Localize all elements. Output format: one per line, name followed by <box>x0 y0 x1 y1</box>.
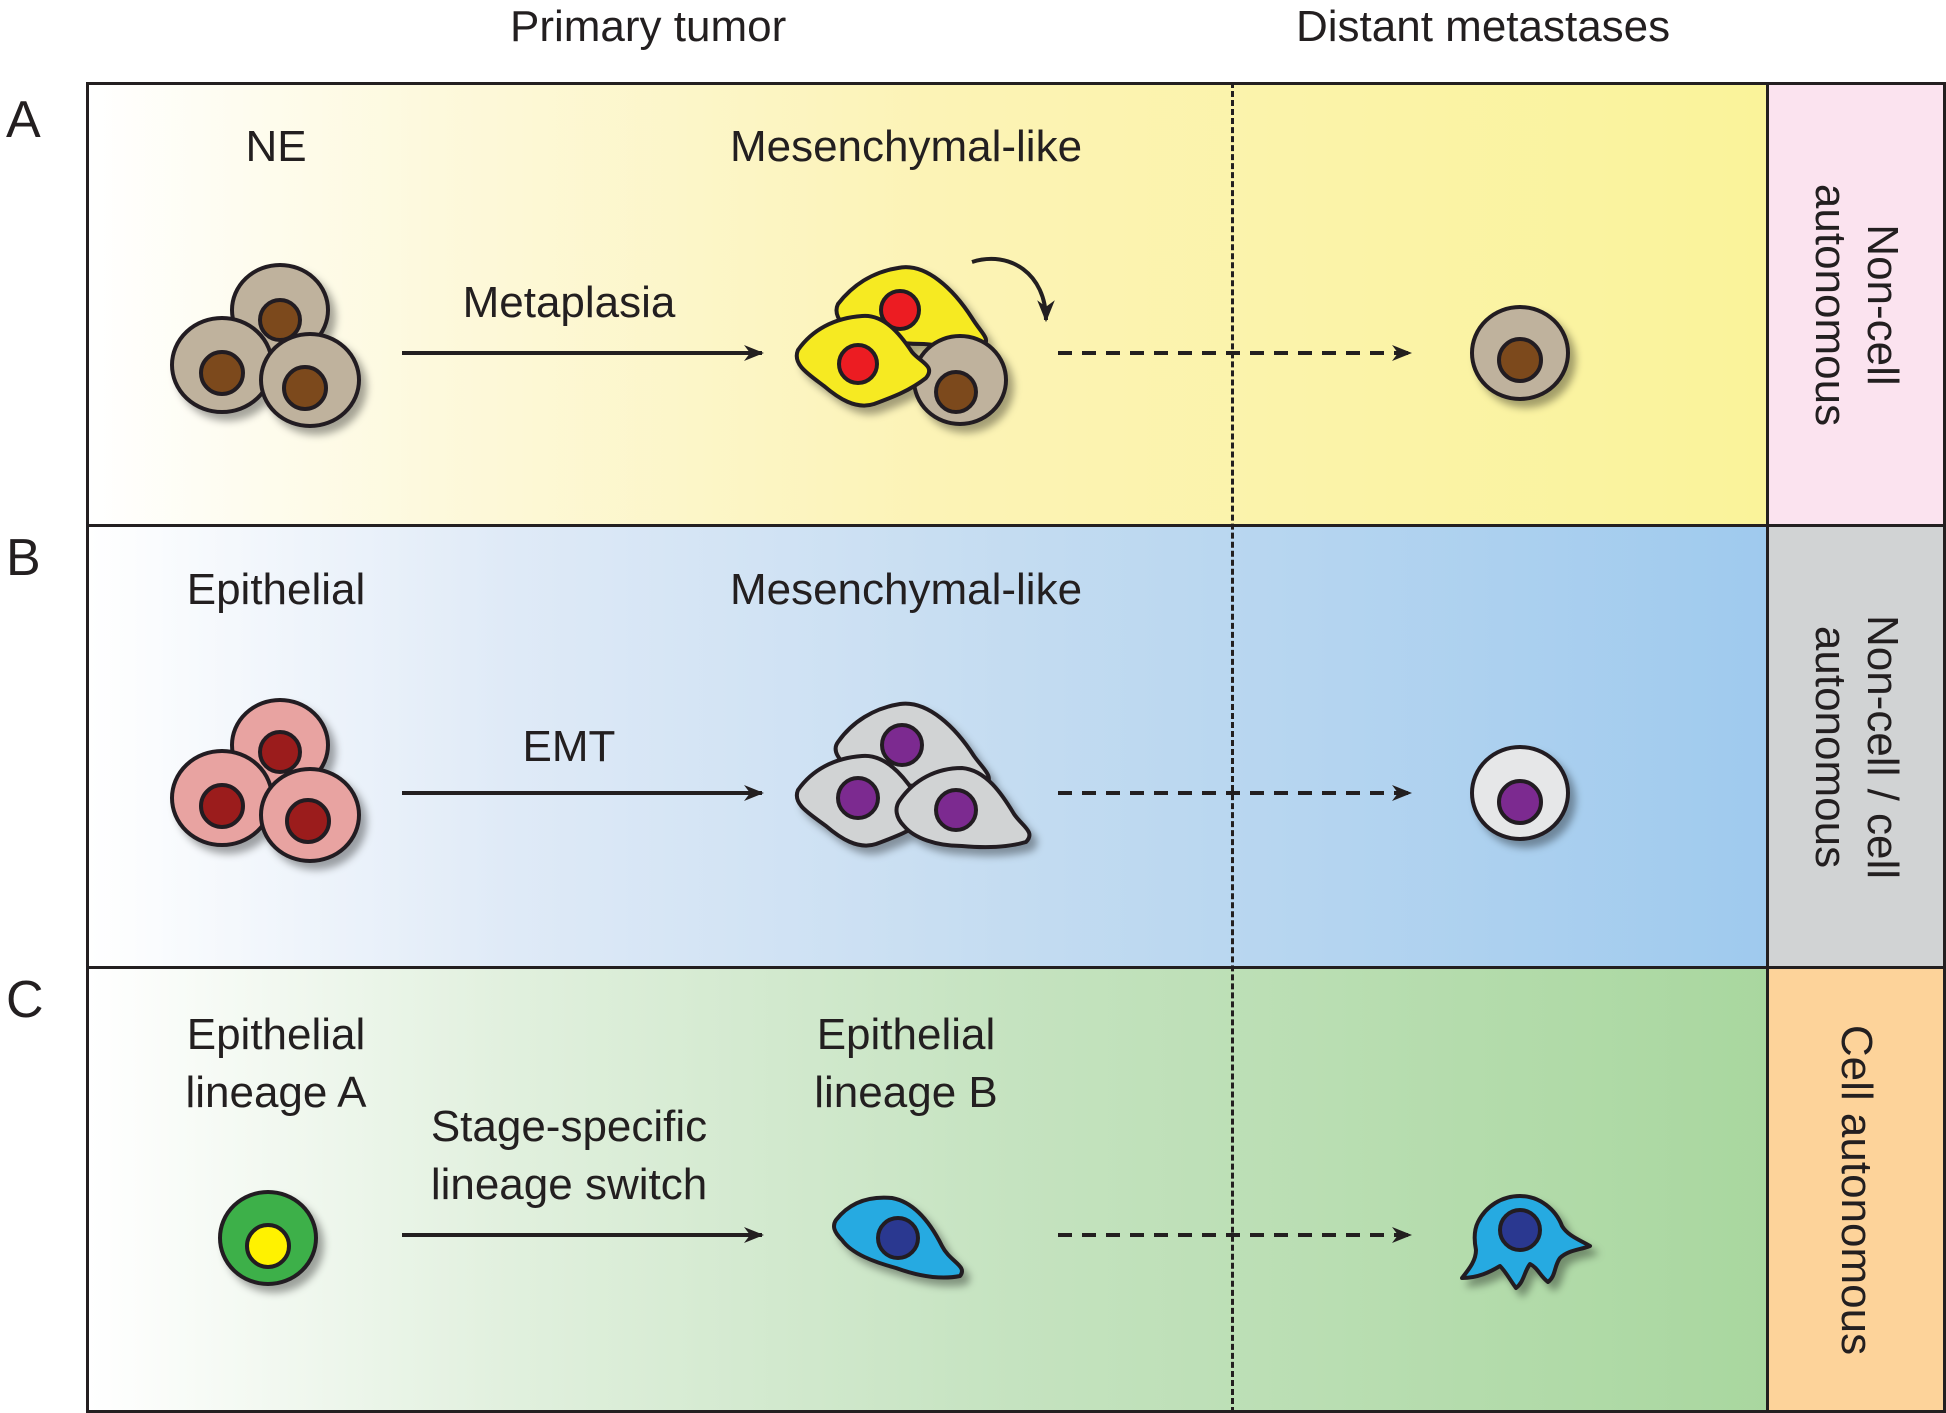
epithelial-cell <box>170 749 274 847</box>
label-a-left: NE <box>245 122 307 171</box>
epithelial-cell-cluster <box>170 698 361 863</box>
label-c-left: Epithelial lineage A <box>185 1010 367 1117</box>
label-b-arrow: EMT <box>522 722 616 771</box>
side-box-b: Non-cell / cell autonomous <box>1766 524 1946 969</box>
side-box-a: Non-cell autonomous <box>1766 82 1946 527</box>
ne-cell <box>912 334 1008 426</box>
side-box-c: Cell autonomous <box>1766 966 1946 1413</box>
ne-cell-cluster <box>170 263 361 428</box>
label-c-mid: Epithelial lineage B <box>814 1010 998 1117</box>
label-b-mid: Mesenchymal-like <box>729 565 1083 614</box>
header-primary-tumor: Primary tumor <box>510 2 787 51</box>
label-a-arrow: Metaplasia <box>462 278 676 327</box>
label-a-mid: Mesenchymal-like <box>729 122 1083 171</box>
header-distant-metastases: Distant metastases <box>1296 2 1671 51</box>
metastatic-blue-cell <box>1460 1194 1592 1290</box>
metastatic-grey-cell <box>1470 745 1570 841</box>
label-c-arrow: Stage-specific lineage switch <box>430 1102 708 1209</box>
mesenchymal-cell-cluster-b <box>794 701 1032 850</box>
row-letter-a: A <box>6 91 41 149</box>
self-renewal-curved-arrow <box>971 256 1055 323</box>
label-b-left: Epithelial <box>186 565 366 614</box>
green-epithelial-cell <box>218 1190 318 1286</box>
epithelial-cell <box>259 767 361 863</box>
ne-cell <box>259 332 361 428</box>
metastatic-ne-cell <box>1470 305 1570 401</box>
row-letter-c: C <box>6 971 44 1029</box>
yellow-mesenchymal-cell <box>794 313 932 408</box>
ne-cell <box>170 316 274 414</box>
primary-distant-divider <box>1231 82 1234 1413</box>
row-letter-b: B <box>6 529 41 587</box>
panel-c <box>86 966 1769 1413</box>
grey-mesenchymal-cell <box>894 766 1032 850</box>
mesenchymal-cell-cluster-a <box>794 265 1008 426</box>
blue-epithelial-cell <box>832 1195 964 1280</box>
